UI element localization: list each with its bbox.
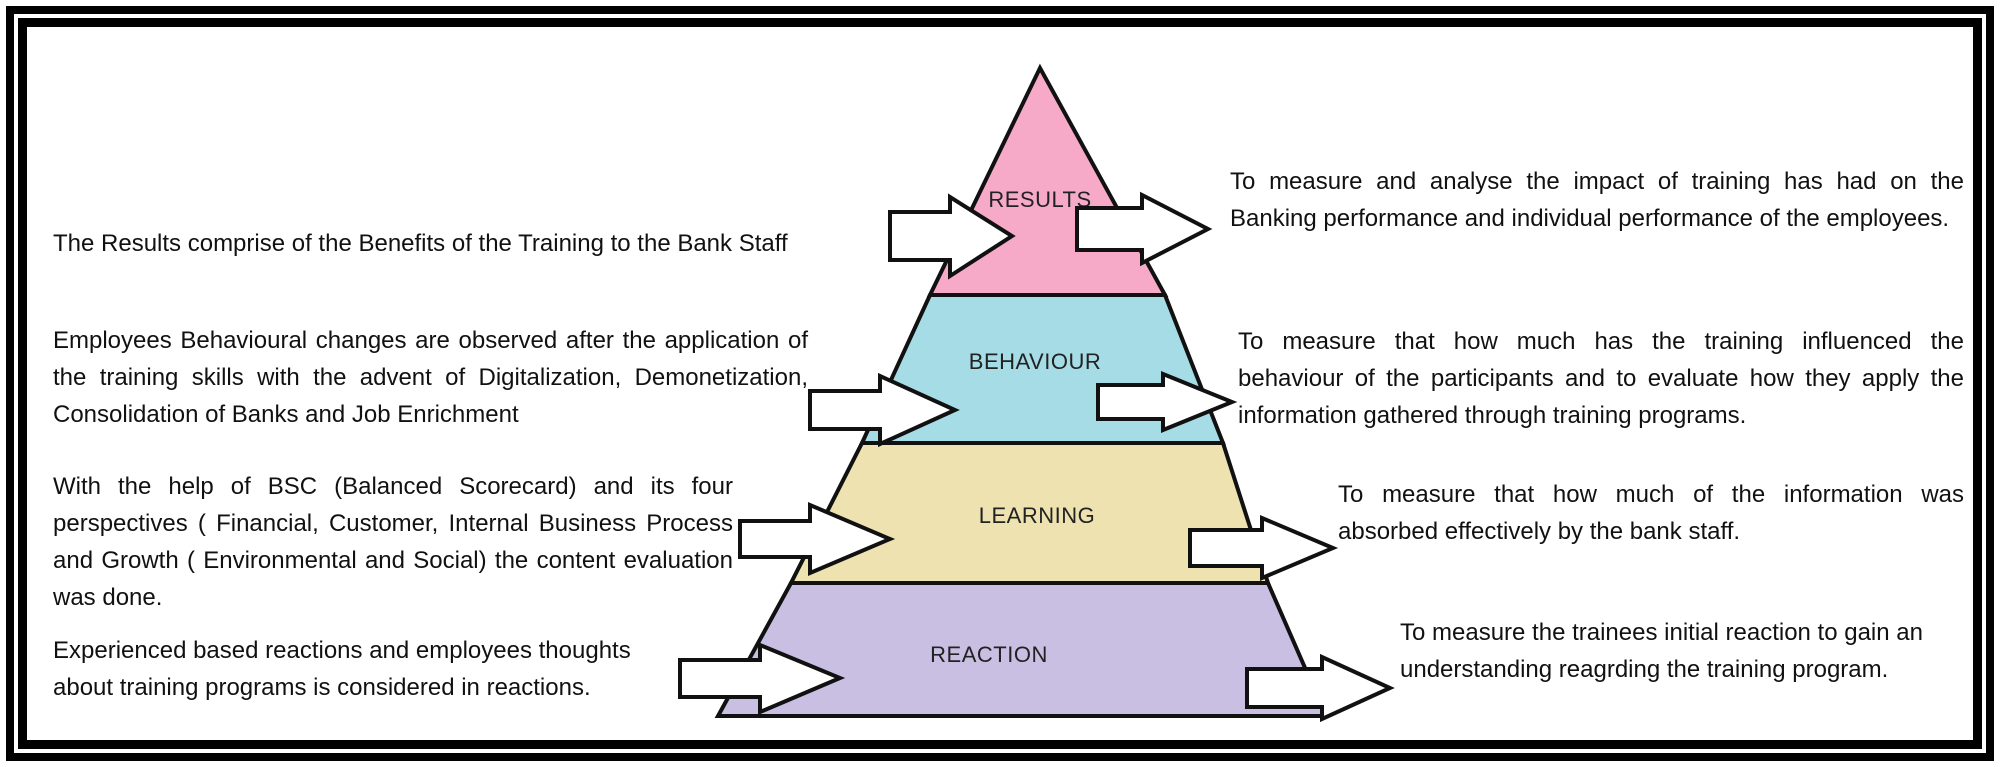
right-note-learning: To measure that how much of the informat… [1338, 481, 1964, 545]
arrow-left-behaviour [808, 372, 960, 448]
arrow-left-learning [738, 501, 896, 577]
left-note-reaction: Experienced based reactions and employee… [53, 637, 631, 701]
right-note-reaction: To measure the trainees initial reaction… [1400, 619, 1923, 683]
arrow-right-behaviour [1096, 371, 1238, 433]
left-note-results: The Results comprise of the Benefits of … [53, 230, 788, 257]
level-label-results: RESULTS [988, 187, 1091, 212]
level-label-behaviour: BEHAVIOUR [969, 349, 1101, 374]
left-note-learning: With the help of BSC (Balanced Scorecard… [53, 473, 733, 611]
right-note-behaviour: To measure that how much has the trainin… [1238, 328, 1964, 429]
arrow-right-reaction [1245, 653, 1395, 723]
right-note-results: To measure and analyse the impact of tra… [1230, 168, 1964, 232]
arrow-right-learning [1188, 514, 1339, 582]
arrow-left-reaction [678, 642, 846, 716]
left-note-behaviour: Employees Behavioural changes are observ… [53, 327, 808, 428]
level-label-reaction: REACTION [930, 642, 1048, 667]
arrow-left-results [888, 193, 1016, 280]
arrow-right-results [1075, 191, 1213, 267]
level-label-learning: LEARNING [979, 503, 1095, 528]
